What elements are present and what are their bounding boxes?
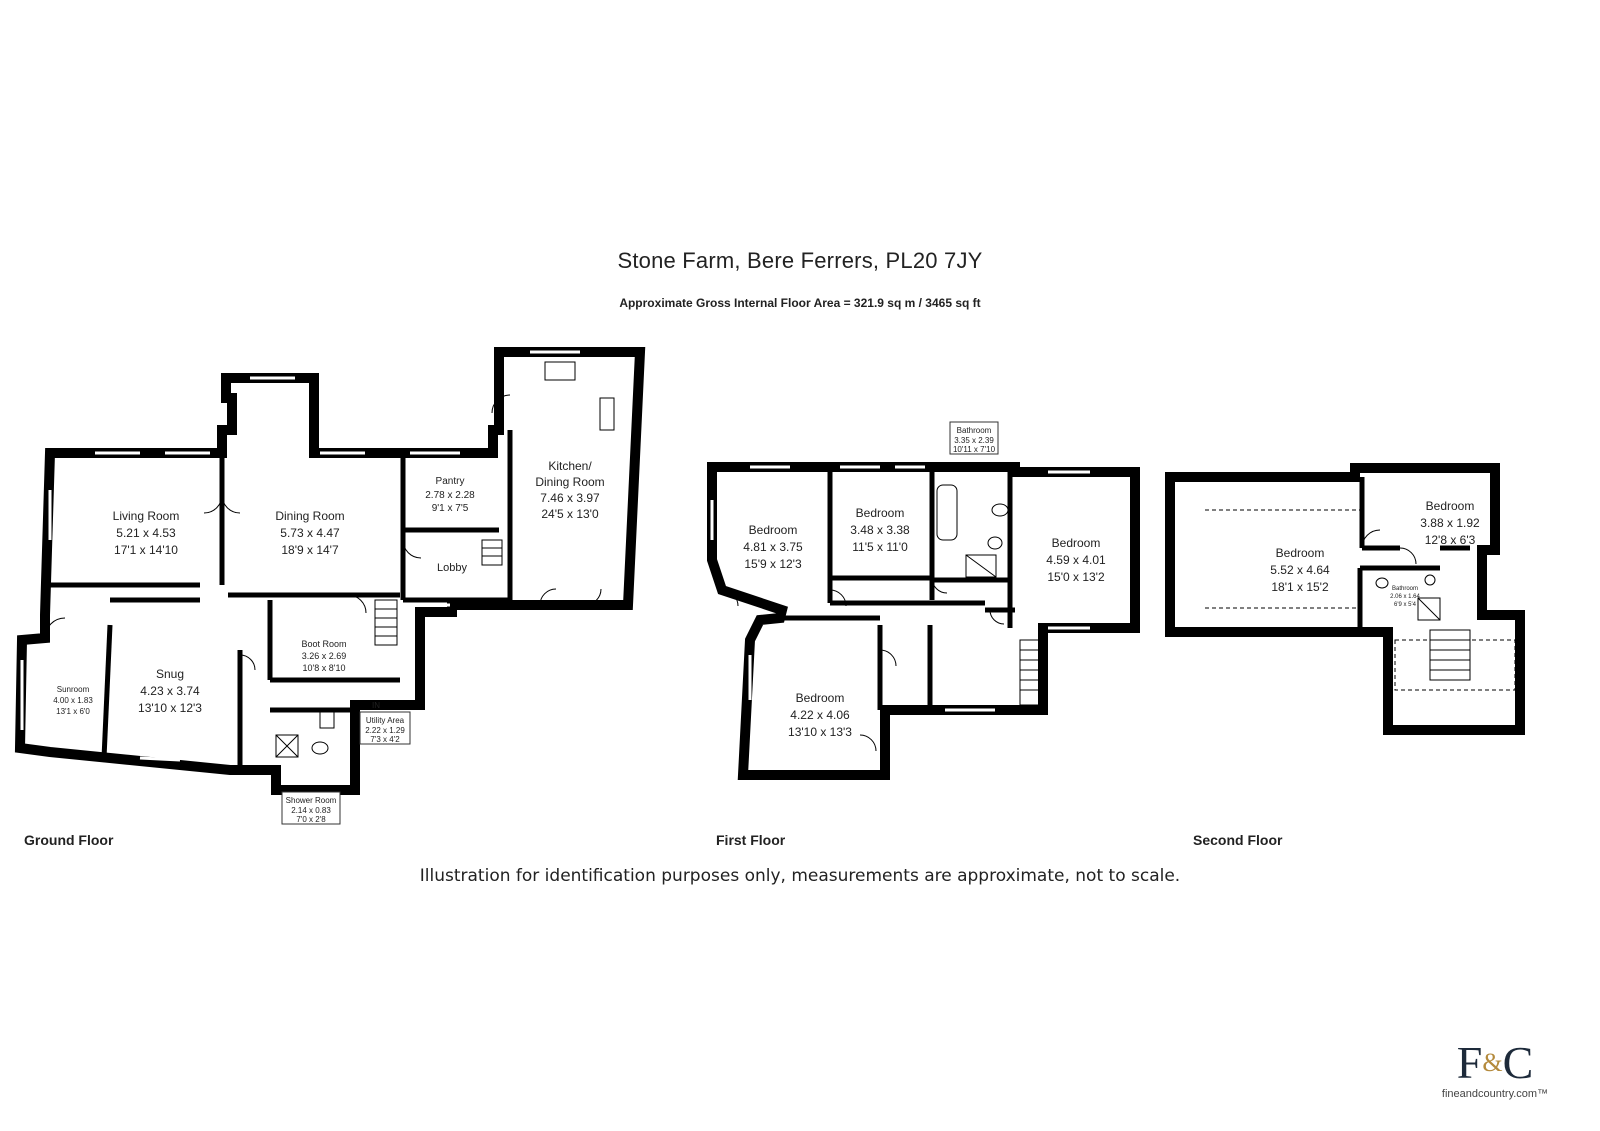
room-name: Dining Room [275, 509, 344, 523]
room-name: Dining Room [535, 475, 604, 489]
room-metric: 4.00 x 1.83 [53, 696, 93, 705]
room-name: Bedroom [856, 506, 905, 520]
room-name: Bedroom [749, 523, 798, 537]
first-floor-label: First Floor [716, 832, 786, 848]
room-name: Bathroom [957, 426, 992, 435]
room-name: Bedroom [796, 691, 845, 705]
floor-area-summary: Approximate Gross Internal Floor Area = … [619, 296, 981, 310]
first-outer-wall [707, 462, 1140, 780]
logo-mark: F&C [1456, 1037, 1534, 1088]
room-imperial: 18'1 x 15'2 [1271, 580, 1329, 594]
room-metric: 7.46 x 3.97 [540, 491, 600, 505]
room-metric: 2.78 x 2.28 [425, 490, 475, 501]
room-metric: 3.26 x 2.69 [302, 651, 347, 661]
room-imperial: 7'0 x 2'8 [296, 815, 326, 824]
room-metric: 2.14 x 0.83 [291, 806, 331, 815]
room-imperial: 13'10 x 13'3 [788, 725, 852, 739]
plan-title: Stone Farm, Bere Ferrers, PL20 7JY [617, 248, 983, 273]
room-name: Shower Room [286, 796, 337, 805]
logo-url: fineandcountry.com™ [1441, 1088, 1549, 1100]
room-name: Bedroom [1426, 499, 1475, 513]
room-metric: 3.35 x 2.39 [954, 436, 994, 445]
ground-outer-wall [14, 347, 646, 795]
room-metric: 5.52 x 4.64 [1270, 563, 1330, 577]
room-imperial: 15'0 x 13'2 [1047, 570, 1105, 584]
room-name: Living Room [113, 509, 180, 523]
room-name: Bedroom [1052, 536, 1101, 550]
fine-and-country-logo: F&C fineandcountry.com™ [1420, 1037, 1570, 1101]
room-metric: 4.59 x 4.01 [1046, 553, 1106, 567]
disclaimer-text: Illustration for identification purposes… [419, 866, 1181, 886]
second-floor-label: Second Floor [1193, 832, 1283, 848]
second-floor-plan [1165, 463, 1525, 735]
room-name: Snug [156, 667, 184, 681]
room-name: Boot Room [301, 639, 346, 649]
room-labels: Living Room 5.21 x 4.53 17'1 x 14'10 Din… [53, 426, 1480, 824]
room-metric: 5.73 x 4.47 [280, 526, 340, 540]
room-imperial: 15'9 x 12'3 [744, 557, 802, 571]
room-metric: 2.22 x 1.29 [365, 726, 405, 735]
room-imperial: 17'1 x 14'10 [114, 543, 178, 557]
room-name: Lobby [437, 562, 467, 574]
room-name: Sunroom [57, 685, 90, 694]
ground-floor-label: Ground Floor [24, 832, 114, 848]
room-name: Utility Area [366, 716, 405, 725]
room-metric: 2.06 x 1.64 [1390, 594, 1420, 600]
room-imperial: 24'5 x 13'0 [541, 507, 599, 521]
room-imperial: 18'9 x 14'7 [281, 543, 339, 557]
room-imperial: 13'1 x 6'0 [56, 707, 90, 716]
room-imperial: 13'10 x 12'3 [138, 701, 202, 715]
ground-floor-plan [14, 347, 646, 795]
room-metric: 3.88 x 1.92 [1420, 516, 1480, 530]
room-metric: 4.22 x 4.06 [790, 708, 850, 722]
room-imperial: 10'8 x 8'10 [303, 663, 346, 673]
room-name: Pantry [436, 476, 465, 487]
entry-marker: IN [372, 701, 380, 710]
room-imperial: 7'3 x 4'2 [370, 735, 400, 744]
ground-stairs [374, 539, 503, 646]
room-name: Bedroom [1276, 546, 1325, 560]
room-imperial: 9'1 x 7'5 [432, 503, 469, 514]
room-imperial: 11'5 x 11'0 [852, 540, 908, 554]
room-metric: 3.48 x 3.38 [850, 523, 910, 537]
room-metric: 5.21 x 4.53 [116, 526, 176, 540]
room-metric: 4.23 x 3.74 [140, 684, 200, 698]
first-floor-plan [707, 462, 1140, 780]
room-name: Bathroom [1392, 586, 1418, 592]
room-imperial: 12'8 x 6'3 [1425, 533, 1476, 547]
room-imperial: 6'9 x 5'4 [1394, 602, 1417, 608]
second-outer-wall [1165, 463, 1525, 735]
room-imperial: 10'11 x 7'10 [953, 445, 996, 454]
wall-snug-west [101, 624, 113, 759]
room-metric: 4.81 x 3.75 [743, 540, 803, 554]
room-name: Kitchen/ [548, 459, 592, 473]
